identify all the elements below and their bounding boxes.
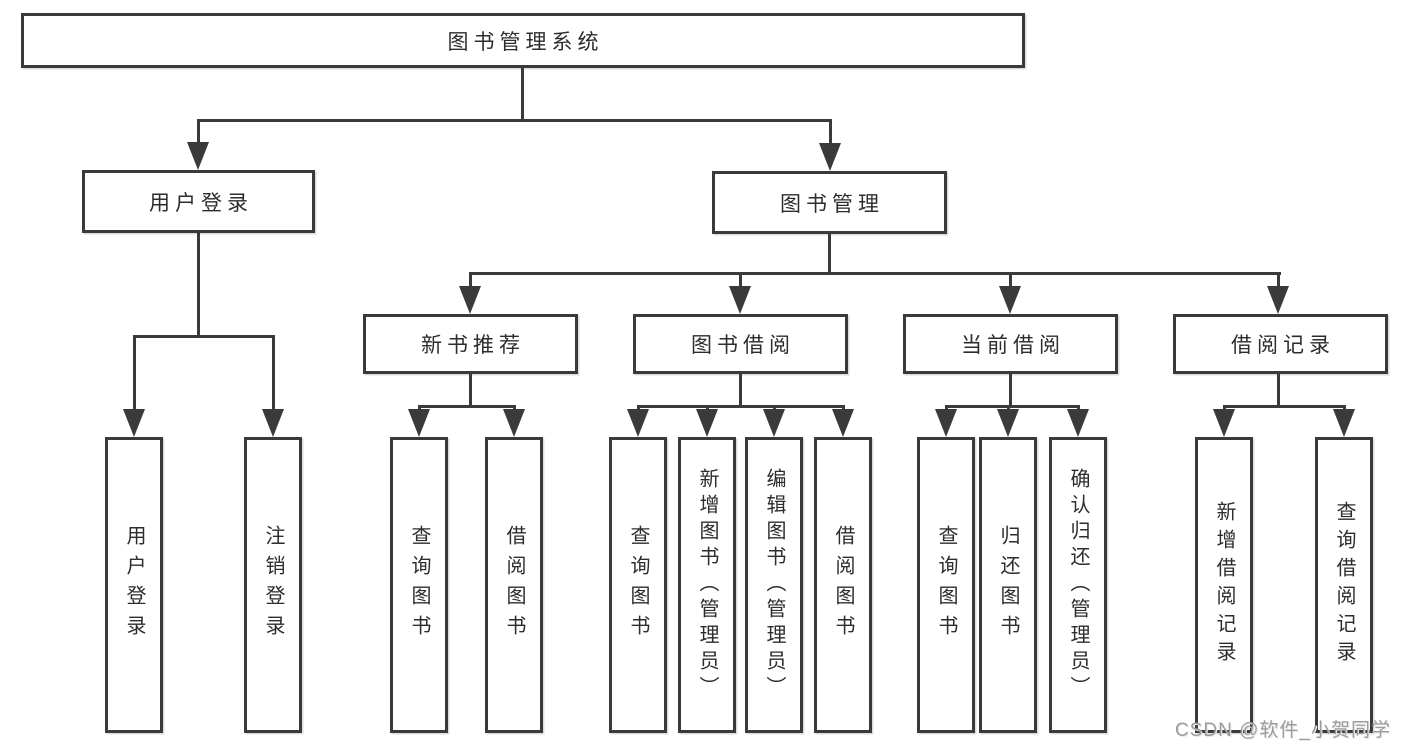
connector-recommend-rail [418, 405, 516, 408]
arrowhead-leaf-bb-edit-icon [763, 409, 785, 437]
arrowhead-leaf-br-query-icon [1333, 409, 1355, 437]
watermark: CSDN @软件_小贺同学 [1175, 720, 1391, 741]
leaf-recommend-query-books-label: 查询图书 [408, 525, 430, 645]
node-user-login: 用户登录 [82, 170, 315, 233]
node-new-book-recommend-label: 新书推荐 [421, 334, 525, 357]
leaf-records-add-record: 新增借阅记录 [1195, 437, 1253, 733]
arrowhead-leaf-rec-query-icon [408, 409, 430, 437]
leaf-current-query-books: 查询图书 [917, 437, 975, 733]
leaf-current-confirm-return: 确认归还（管理员） [1049, 437, 1107, 733]
leaf-borrowing-add-books-label: 新增图书（管理员） [696, 468, 718, 702]
arrowhead-new-book-recommend-icon [459, 286, 481, 314]
arrowhead-leaf-cb-confirm-icon [1067, 409, 1089, 437]
arrowhead-leaf-cb-query-icon [935, 409, 957, 437]
leaf-records-query-record-label: 查询借阅记录 [1333, 501, 1355, 669]
arrowhead-leaf-rec-borrow-icon [503, 409, 525, 437]
arrowhead-leaf-br-add-icon [1213, 409, 1235, 437]
leaf-records-add-record-label: 新增借阅记录 [1213, 501, 1235, 669]
leaf-logout: 注销登录 [244, 437, 302, 733]
node-book-borrowing-label: 图书借阅 [691, 334, 795, 357]
connector-book-management-stem [828, 234, 831, 274]
arrowhead-book-borrowing-icon [729, 286, 751, 314]
connector-root-stem [521, 68, 524, 122]
connector-level3-rail [469, 272, 1281, 275]
connector-recommend-stem [469, 374, 472, 408]
connector-borrowing-stem [739, 374, 742, 408]
leaf-logout-label: 注销登录 [262, 525, 284, 645]
arrowhead-borrowing-records-icon [1267, 286, 1289, 314]
node-root: 图书管理系统 [21, 13, 1025, 68]
connector-level2-rail [197, 119, 831, 122]
connector-borrowing-records-drop [1277, 272, 1280, 290]
connector-user-login-drop [197, 119, 200, 147]
connector-current-borrowing-drop [1009, 272, 1012, 290]
connector-current-rail [945, 405, 1080, 408]
leaf-borrowing-edit-books: 编辑图书（管理员） [745, 437, 803, 733]
connector-records-stem [1277, 374, 1280, 408]
leaf-borrowing-query-books-label: 查询图书 [627, 525, 649, 645]
leaf-user-login-label: 用户登录 [123, 525, 145, 645]
node-borrowing-records: 借阅记录 [1173, 314, 1388, 374]
node-book-management-label: 图书管理 [780, 192, 884, 216]
connector-new-book-recommend-drop [469, 272, 472, 290]
arrowhead-leaf-bb-add-icon [696, 409, 718, 437]
node-borrowing-records-label: 借阅记录 [1231, 334, 1335, 357]
connector-user-login-stem [197, 233, 200, 337]
node-current-borrowing: 当前借阅 [903, 314, 1118, 374]
connector-leaf-logout-drop [272, 335, 275, 411]
arrowhead-leaf-user-login-icon [123, 409, 145, 437]
leaf-recommend-borrow-books: 借阅图书 [485, 437, 543, 733]
connector-book-management-drop [829, 119, 832, 147]
arrowhead-leaf-logout-icon [262, 409, 284, 437]
leaf-borrowing-borrow-books: 借阅图书 [814, 437, 872, 733]
connector-user-login-rail [133, 335, 275, 338]
leaf-borrowing-add-books: 新增图书（管理员） [678, 437, 736, 733]
node-new-book-recommend: 新书推荐 [363, 314, 578, 374]
leaf-current-return-books-label: 归还图书 [997, 525, 1019, 645]
leaf-borrowing-borrow-books-label: 借阅图书 [832, 525, 854, 645]
node-book-management: 图书管理 [712, 171, 947, 234]
connector-leaf-user-login-drop [133, 335, 136, 411]
node-current-borrowing-label: 当前借阅 [961, 334, 1065, 357]
leaf-recommend-borrow-books-label: 借阅图书 [503, 525, 525, 645]
node-book-borrowing: 图书借阅 [633, 314, 848, 374]
arrowhead-current-borrowing-icon [999, 286, 1021, 314]
connector-book-borrowing-drop [739, 272, 742, 290]
leaf-user-login: 用户登录 [105, 437, 163, 733]
node-user-login-label: 用户登录 [149, 191, 253, 215]
connector-current-stem [1009, 374, 1012, 408]
leaf-borrowing-query-books: 查询图书 [609, 437, 667, 733]
leaf-borrowing-edit-books-label: 编辑图书（管理员） [763, 468, 785, 702]
arrowhead-leaf-bb-query-icon [627, 409, 649, 437]
connector-records-rail [1223, 405, 1345, 408]
leaf-current-return-books: 归还图书 [979, 437, 1037, 733]
node-root-label: 图书管理系统 [447, 30, 604, 54]
leaf-recommend-query-books: 查询图书 [390, 437, 448, 733]
arrowhead-leaf-bb-borrow-icon [832, 409, 854, 437]
connector-borrowing-rail [637, 405, 845, 408]
leaf-records-query-record: 查询借阅记录 [1315, 437, 1373, 733]
arrowhead-book-management-icon [819, 143, 841, 171]
arrowhead-user-login-icon [187, 142, 209, 170]
leaf-current-confirm-return-label: 确认归还（管理员） [1067, 468, 1089, 702]
leaf-current-query-books-label: 查询图书 [935, 525, 957, 645]
arrowhead-leaf-cb-return-icon [997, 409, 1019, 437]
